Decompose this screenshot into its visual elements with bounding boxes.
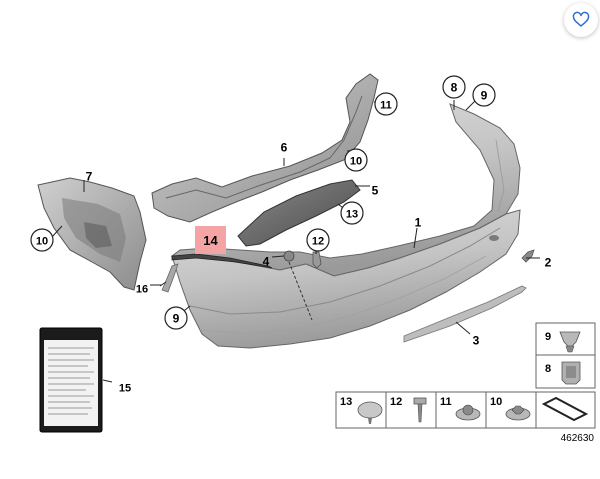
part-label-text: 16 — [136, 284, 148, 296]
diagram-number: 462630 — [561, 433, 595, 444]
repair-kit-bag — [39, 327, 103, 433]
label-circle — [344, 148, 368, 172]
favorite-button[interactable] — [564, 3, 598, 37]
clip-part-4 — [283, 250, 295, 262]
clip-part-12 — [312, 251, 322, 269]
legend-label-11: 11 — [440, 396, 452, 408]
part-label-text: 10 — [36, 236, 48, 248]
part-label-text: 2 — [545, 256, 552, 270]
part-label-text: 13 — [346, 209, 358, 221]
part-label-text: 8 — [451, 81, 458, 95]
part-label-text: 3 — [473, 334, 480, 348]
part-label-text: 10 — [350, 156, 362, 168]
legend-label-9: 9 — [545, 331, 551, 343]
label-circle — [306, 228, 330, 252]
label-circle — [340, 201, 364, 225]
label-circle — [164, 306, 188, 330]
label-circle — [472, 83, 496, 107]
part-label-p4: 4 — [263, 255, 270, 269]
rivet-cap-icon — [357, 401, 383, 424]
reflector-left — [161, 263, 179, 293]
leader-lines — [51, 99, 540, 383]
part-label-p16: 16 — [136, 284, 148, 296]
expanding-nut-icon — [561, 361, 581, 385]
part-label-p6: 6 — [281, 141, 288, 155]
rear-bumper-cover — [170, 103, 521, 349]
legend-label-8: 8 — [545, 363, 551, 375]
part-label-p10a: 10 — [30, 228, 54, 252]
hex-nut-icon — [505, 405, 531, 421]
bumper-bracket-left — [37, 177, 147, 291]
part-label-p13: 13 — [340, 201, 364, 225]
part-label-text: 5 — [372, 184, 379, 198]
screw-icon — [413, 397, 427, 423]
heart-outline-icon — [572, 11, 590, 27]
sealing-strip-icon — [541, 396, 589, 422]
part-label-p7: 7 — [86, 170, 93, 184]
part-label-text: 11 — [380, 100, 392, 112]
legend-fasteners-top: 9 8 — [535, 322, 596, 389]
part-label-p10b: 10 — [344, 148, 368, 172]
lower-diffuser-insert — [237, 179, 361, 247]
bumper-carrier — [151, 73, 379, 223]
part-label-p2: 2 — [545, 256, 552, 270]
highlight-label-14: 14 — [195, 226, 226, 254]
bumper-trim-strip — [403, 285, 527, 343]
guide-line — [288, 261, 313, 321]
legend-label-12: 12 — [390, 396, 402, 408]
part-label-p15: 15 — [119, 383, 131, 395]
part-label-p1: 1 — [415, 216, 422, 230]
part-label-text: 4 — [263, 255, 270, 269]
part-label-p9a: 9 — [472, 83, 496, 107]
highlight-box — [195, 226, 226, 254]
part-label-p11: 11 — [374, 92, 398, 116]
part-label-text: 15 — [119, 383, 131, 395]
part-label-p8: 8 — [442, 75, 466, 99]
label-circle — [30, 228, 54, 252]
reflector-right — [521, 249, 535, 263]
legend-label-13: 13 — [340, 396, 352, 408]
part-label-text: 6 — [281, 141, 288, 155]
part-label-text: 9 — [173, 312, 180, 326]
part-label-p5: 5 — [372, 184, 379, 198]
part-label-text: 9 — [481, 89, 488, 103]
legend-fasteners-bottom: 13 12 11 10 — [335, 391, 596, 429]
label-circle — [442, 75, 466, 99]
part-label-text: 1 — [415, 216, 422, 230]
bumper-moulding-highlighted — [171, 253, 273, 269]
label-circle — [374, 92, 398, 116]
legend-label-10: 10 — [490, 396, 502, 408]
part-label-p3: 3 — [473, 334, 480, 348]
part-label-text: 7 — [86, 170, 93, 184]
clip-nut-icon — [455, 404, 481, 421]
push-clip-icon — [559, 331, 581, 353]
part-label-p9b: 9 — [164, 306, 188, 330]
part-label-text: 12 — [312, 236, 324, 248]
highlight-label-text: 14 — [203, 233, 218, 248]
part-label-p12: 12 — [306, 228, 330, 252]
